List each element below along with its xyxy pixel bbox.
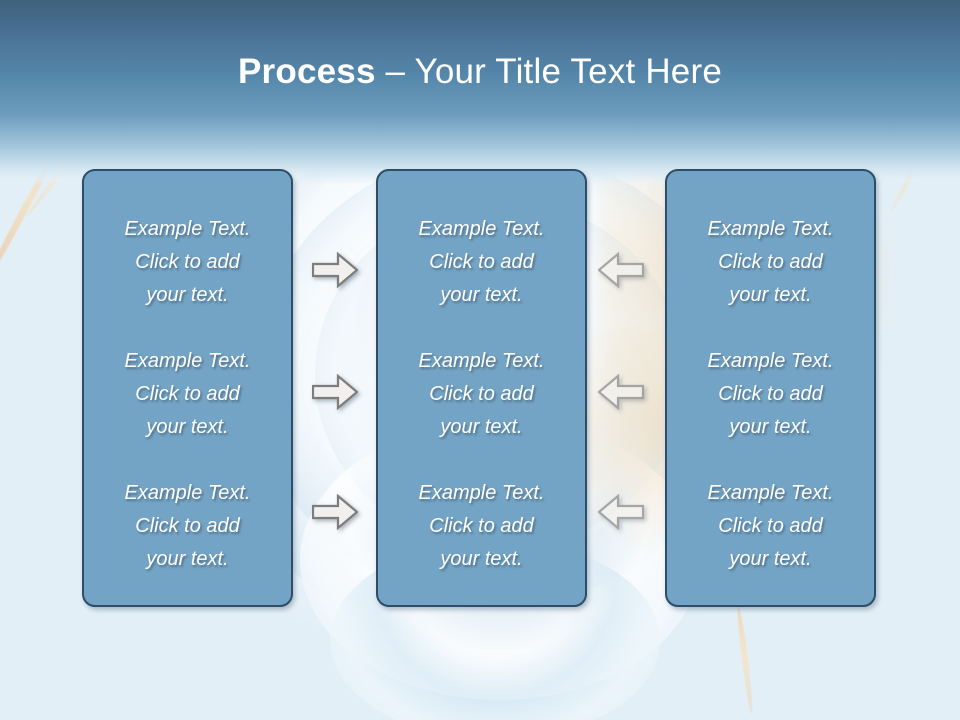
process-text-2-1[interactable]: Example Text. Click to add your text. bbox=[418, 218, 545, 306]
process-text-1-2[interactable]: Example Text. Click to add your text. bbox=[124, 350, 251, 438]
process-text-3-2[interactable]: Example Text. Click to add your text. bbox=[707, 350, 834, 438]
arrow-left-icon bbox=[598, 494, 644, 530]
page-title-strong: Process bbox=[238, 52, 376, 91]
page-title: Process – Your Title Text Here bbox=[0, 50, 960, 94]
process-text-1-3[interactable]: Example Text. Click to add your text. bbox=[124, 482, 251, 570]
arrow-right-icon bbox=[312, 494, 358, 530]
process-text-2-3[interactable]: Example Text. Click to add your text. bbox=[418, 482, 545, 570]
process-text-3-1[interactable]: Example Text. Click to add your text. bbox=[707, 218, 834, 306]
arrow-left-icon bbox=[598, 374, 644, 410]
process-text-1-1[interactable]: Example Text. Click to add your text. bbox=[124, 218, 251, 306]
process-box-3[interactable]: Example Text. Click to add your text. Ex… bbox=[665, 169, 876, 607]
process-text-3-3[interactable]: Example Text. Click to add your text. bbox=[707, 482, 834, 570]
process-box-1[interactable]: Example Text. Click to add your text. Ex… bbox=[82, 169, 293, 607]
header-band bbox=[0, 0, 960, 185]
page-title-rest: – Your Title Text Here bbox=[375, 52, 722, 91]
process-box-2[interactable]: Example Text. Click to add your text. Ex… bbox=[376, 169, 587, 607]
arrow-right-icon bbox=[312, 374, 358, 410]
ribbon-strand-bottom-right bbox=[735, 606, 755, 714]
arrow-right-icon bbox=[312, 252, 358, 288]
process-text-2-2[interactable]: Example Text. Click to add your text. bbox=[418, 350, 545, 438]
arrow-left-icon bbox=[598, 252, 644, 288]
